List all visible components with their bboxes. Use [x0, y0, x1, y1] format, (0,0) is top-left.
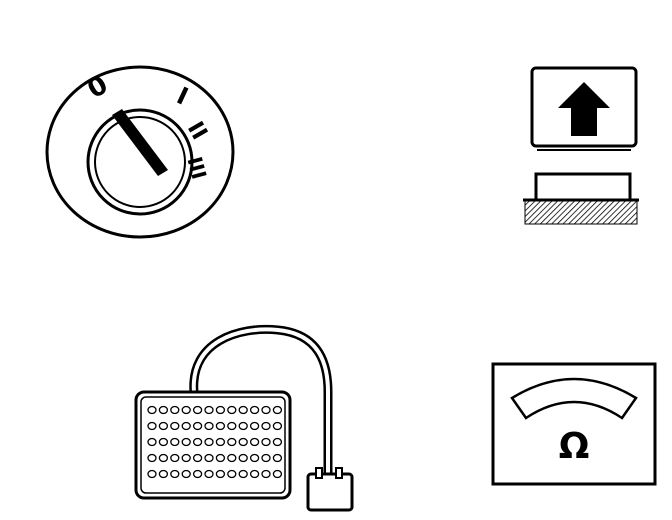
pin-hole: [227, 437, 237, 447]
pin-hole: [192, 453, 203, 463]
pin-hole: [158, 437, 169, 447]
pin-hole: [170, 421, 180, 431]
pin-hole: [215, 453, 226, 463]
pin-hole: [192, 437, 203, 447]
pin-hole: [170, 405, 180, 415]
pin-hole: [147, 437, 157, 447]
pin-hole: [272, 437, 283, 447]
push-button: [515, 62, 645, 232]
plug: [306, 472, 354, 512]
up-arrow-icon: [558, 82, 610, 136]
pin-hole: [158, 469, 169, 479]
diagnostic-connector: [128, 322, 368, 517]
ohmmeter: Ω: [490, 360, 660, 490]
pin-hole: [272, 469, 283, 479]
pin-hole: [170, 453, 180, 463]
pin-hole: [215, 469, 226, 479]
pin-hole: [204, 421, 214, 431]
pin-hole: [215, 421, 226, 431]
pin-hole: [204, 453, 214, 463]
pin-hole: [238, 405, 248, 415]
pin-hole: [147, 405, 157, 415]
pin-hole: [238, 437, 248, 447]
pin-hole: [238, 469, 248, 479]
pin-hole: [261, 453, 271, 463]
pin-hole: [192, 405, 203, 415]
pin-hole: [181, 405, 191, 415]
pin-hole: [249, 421, 260, 431]
pin-hole: [272, 421, 283, 431]
pin-hole: [238, 421, 248, 431]
pin-hole: [204, 437, 214, 447]
pin-hole: [170, 437, 180, 447]
pin-hole: [227, 421, 237, 431]
pin-hole: [261, 421, 271, 431]
pin-hole: [181, 453, 191, 463]
pin-grid: [147, 405, 283, 479]
pin-hole: [158, 405, 169, 415]
up-arrow-push-button-icon: [523, 66, 639, 225]
key-slot: [112, 109, 168, 176]
pin-hole: [192, 421, 203, 431]
pin-hole: [249, 437, 260, 447]
pin-hole: [147, 453, 157, 463]
breakout-box-connector-icon: [134, 324, 354, 512]
pin-hole: [261, 469, 271, 479]
pin-hole: [261, 437, 271, 447]
pin-hole: [170, 469, 180, 479]
pin-hole: [215, 405, 226, 415]
pin-hole: [249, 469, 260, 479]
pin-hole: [272, 405, 283, 415]
ohm-symbol: Ω: [559, 426, 590, 467]
pin-hole: [249, 405, 260, 415]
pin-hole: [181, 437, 191, 447]
pin-hole: [181, 421, 191, 431]
pin-hole: [158, 453, 169, 463]
ohmmeter-icon: Ω: [491, 362, 657, 486]
pin-hole: [147, 421, 157, 431]
pin-hole: [249, 453, 260, 463]
pin-hole: [181, 469, 191, 479]
pin-hole: [272, 453, 283, 463]
pin-hole: [204, 469, 214, 479]
pin-hole: [261, 405, 271, 415]
pin-hole: [192, 469, 203, 479]
pin-hole: [147, 469, 157, 479]
pin-hole: [238, 453, 248, 463]
pin-hole: [204, 405, 214, 415]
pin-hole: [227, 453, 237, 463]
pin-hole: [158, 421, 169, 431]
pin-hole: [227, 469, 237, 479]
pin-hole: [215, 437, 226, 447]
pin-hole: [227, 405, 237, 415]
ignition-switch: 0 I II III: [40, 60, 240, 245]
meter-scale: [510, 377, 638, 420]
ignition-switch-icon: 0 I II III: [45, 65, 235, 239]
